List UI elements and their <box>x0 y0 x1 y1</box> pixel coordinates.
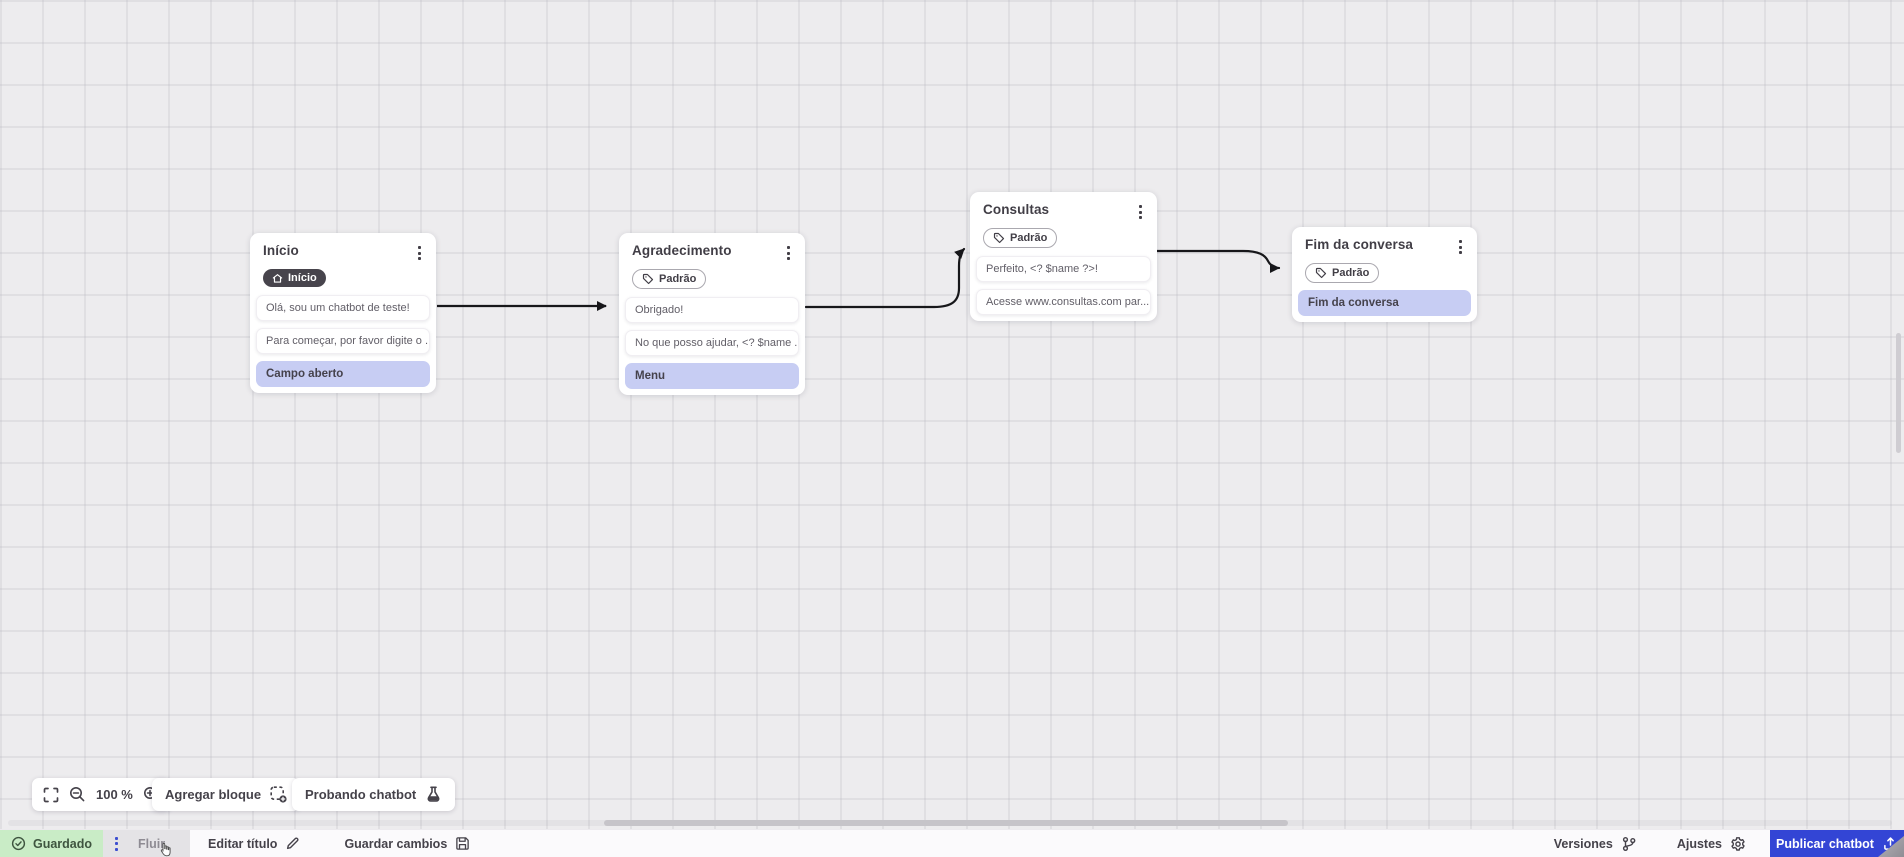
edit-title-button[interactable]: Editar título <box>208 830 300 857</box>
node-title: Consultas <box>983 202 1050 217</box>
tag-icon <box>993 232 1005 244</box>
fit-screen-icon[interactable] <box>43 787 59 803</box>
save-changes-button[interactable]: Guardar cambios <box>344 830 470 857</box>
connection-agradecimento-consultas <box>804 247 966 309</box>
canvas-zoom-toolbar: 100 % <box>32 778 171 811</box>
gear-icon <box>1730 836 1746 852</box>
node-type-badge: Início <box>263 269 326 287</box>
node-title: Fim da conversa <box>1305 237 1414 252</box>
kebab-menu-icon[interactable] <box>783 243 794 263</box>
node-message-row[interactable]: No que posso ajudar, <? $name ... <box>625 330 799 356</box>
tag-icon <box>1315 267 1327 279</box>
node-message-row[interactable]: Perfeito, <? $name ?>! <box>976 256 1151 282</box>
tag-icon <box>642 273 654 285</box>
node-title: Início <box>263 243 299 258</box>
zoom-level: 100 % <box>96 787 133 802</box>
add-block-icon <box>270 786 287 803</box>
flask-icon <box>425 786 442 803</box>
saved-status-badge: Guardado <box>0 830 103 857</box>
branch-icon <box>1621 836 1637 852</box>
vertical-scrollbar-thumb[interactable] <box>1896 333 1901 453</box>
publish-chatbot-button[interactable]: Publicar chatbot <box>1770 830 1904 857</box>
node-message-row[interactable]: Olá, sou um chatbot de teste! <box>256 295 430 321</box>
statusbar-spacer <box>470 830 1553 857</box>
node-title: Agradecimento <box>632 243 732 258</box>
flow-node-agradecimento[interactable]: Agradecimento Padrão Obrigado! No que po… <box>619 233 805 395</box>
node-type-badge: Padrão <box>1305 263 1380 283</box>
tab-fluir[interactable]: Fluir <box>103 830 190 857</box>
kebab-menu-icon[interactable] <box>1135 202 1146 222</box>
flow-node-fim-da-conversa[interactable]: Fim da conversa Padrão Fim da conversa <box>1292 227 1477 322</box>
flow-node-inicio[interactable]: Início Início Olá, sou um chatbot de tes… <box>250 233 436 393</box>
flow-options-kebab-icon[interactable] <box>115 836 118 851</box>
flow-node-consultas[interactable]: Consultas Padrão Perfeito, <? $name ?>! … <box>970 192 1157 321</box>
check-circle-icon <box>11 836 26 851</box>
node-type-badge: Padrão <box>632 269 707 289</box>
add-block-button[interactable]: Agregar bloque <box>152 778 301 811</box>
save-icon <box>455 836 470 851</box>
test-chatbot-button[interactable]: Probando chatbot <box>292 778 456 811</box>
status-bar: Guardado Fluir Editar título Guardar cam… <box>0 829 1904 857</box>
node-message-row[interactable]: Acesse www.consultas.com par... <box>976 289 1151 315</box>
node-message-row[interactable]: Para começar, por favor digite o ... <box>256 328 430 354</box>
connection-arrows <box>437 247 1281 311</box>
node-type-badge: Padrão <box>983 228 1058 248</box>
connection-consultas-fim <box>1155 249 1281 273</box>
settings-button[interactable]: Ajustes <box>1677 830 1746 857</box>
home-icon <box>272 273 283 284</box>
kebab-menu-icon[interactable] <box>1455 237 1466 257</box>
zoom-out-icon[interactable] <box>69 786 86 803</box>
kebab-menu-icon[interactable] <box>414 243 425 263</box>
versions-button[interactable]: Versiones <box>1554 830 1637 857</box>
pencil-icon <box>285 836 300 851</box>
node-action-row[interactable]: Fim da conversa <box>1298 290 1471 316</box>
flow-canvas[interactable]: Início Início Olá, sou um chatbot de tes… <box>0 0 1904 829</box>
horizontal-scrollbar-thumb[interactable] <box>604 820 1288 826</box>
node-action-row[interactable]: Menu <box>625 363 799 389</box>
node-message-row[interactable]: Obrigado! <box>625 297 799 323</box>
node-action-row[interactable]: Campo aberto <box>256 361 430 387</box>
